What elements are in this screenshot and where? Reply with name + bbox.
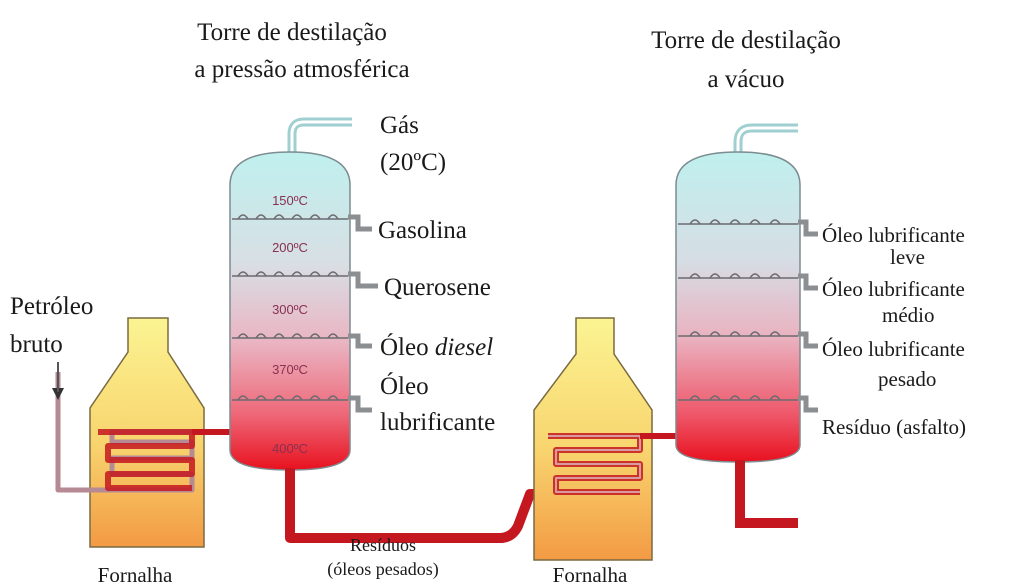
vac-product-4: Resíduo (asfalto)	[822, 415, 966, 439]
product-diesel-plain: Óleo	[380, 333, 435, 361]
vac-product-2-line1: Óleo lubrificante	[822, 277, 965, 301]
vac-title-line1: Torre de destilação	[651, 27, 841, 54]
atm-temp-3: 300ºC	[272, 302, 308, 317]
left-furnace	[52, 317, 236, 548]
heating-coil-left	[98, 429, 195, 491]
product-diesel: Óleo diesel	[380, 333, 493, 361]
atm-temp-5: 400ºC	[272, 441, 308, 456]
gas-outlet-pipe	[287, 117, 352, 152]
feed-arrow	[52, 388, 64, 400]
vacuum-tower	[675, 123, 818, 528]
furnace-left-label: Fornalha	[98, 563, 173, 585]
atm-outlet-pipes	[348, 214, 378, 413]
gas-label-line1: Gás	[380, 112, 419, 139]
atmospheric-tower: 150ºC 200ºC 300ºC 370ºC 400ºC	[229, 117, 378, 471]
vac-product-1-line1: Óleo lubrificante	[822, 223, 965, 247]
product-oleo-line2: lubrificante	[380, 409, 495, 436]
product-oleo-line1: Óleo	[380, 372, 429, 400]
atm-temp-2: 200ºC	[272, 240, 308, 255]
vac-title-line2: a vácuo	[707, 66, 784, 93]
vac-trays	[678, 219, 798, 401]
atm-temp-1: 150ºC	[272, 193, 308, 208]
residue-pipe	[285, 468, 560, 543]
gas-label-line2: (20ºC)	[380, 149, 446, 176]
atm-tower-body	[229, 151, 351, 471]
vac-product-2-line2: médio	[882, 303, 935, 327]
product-diesel-italic: diesel	[435, 334, 493, 361]
atm-trays	[232, 214, 348, 401]
atm-title-line1: Torre de destilação	[197, 19, 387, 46]
vac-product-1-line2: leve	[890, 245, 925, 269]
product-querosene: Querosene	[384, 274, 491, 301]
residues-label-line1: Resíduos	[350, 535, 416, 555]
atm-temp-4: 370ºC	[272, 362, 308, 377]
vac-outlet-pipes	[798, 219, 818, 413]
vac-product-3-line1: Óleo lubrificante	[822, 337, 965, 361]
right-furnace	[533, 317, 680, 561]
atm-title-line2: a pressão atmosférica	[194, 56, 409, 83]
product-gasolina: Gasolina	[378, 217, 467, 244]
vac-outlet-pipe	[733, 123, 798, 152]
vac-product-3-line2: pesado	[878, 367, 936, 391]
residues-label-line2: (óleos pesados)	[327, 559, 438, 580]
feed-label-line1: Petróleo	[10, 293, 93, 320]
furnace-right-label: Fornalha	[553, 563, 628, 585]
vac-tower-body	[675, 151, 801, 463]
feed-label-line2: bruto	[10, 331, 63, 358]
